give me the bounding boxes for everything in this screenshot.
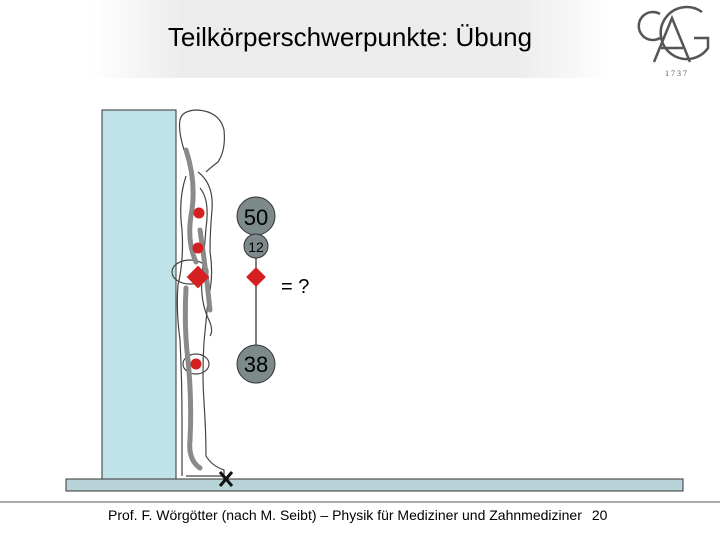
body-marker-lower [191, 359, 202, 370]
page-number: 20 [592, 507, 608, 523]
wall [102, 110, 176, 480]
weight-label-50: 50 [244, 205, 268, 230]
footer-text: Prof. F. Wörgötter (nach M. Seibt) – Phy… [108, 507, 582, 523]
weight-label-12: 12 [248, 239, 264, 255]
body-marker-middle [193, 243, 204, 254]
person-outline [172, 110, 224, 476]
result-label: = ? [281, 276, 309, 298]
footer: Prof. F. Wörgötter (nach M. Seibt) – Phy… [108, 507, 607, 523]
weight-label-38: 38 [244, 352, 268, 377]
floor [66, 479, 683, 491]
balance-point-marker [246, 267, 266, 287]
body-marker-upper [194, 208, 205, 219]
body-axis-lines [185, 150, 210, 468]
